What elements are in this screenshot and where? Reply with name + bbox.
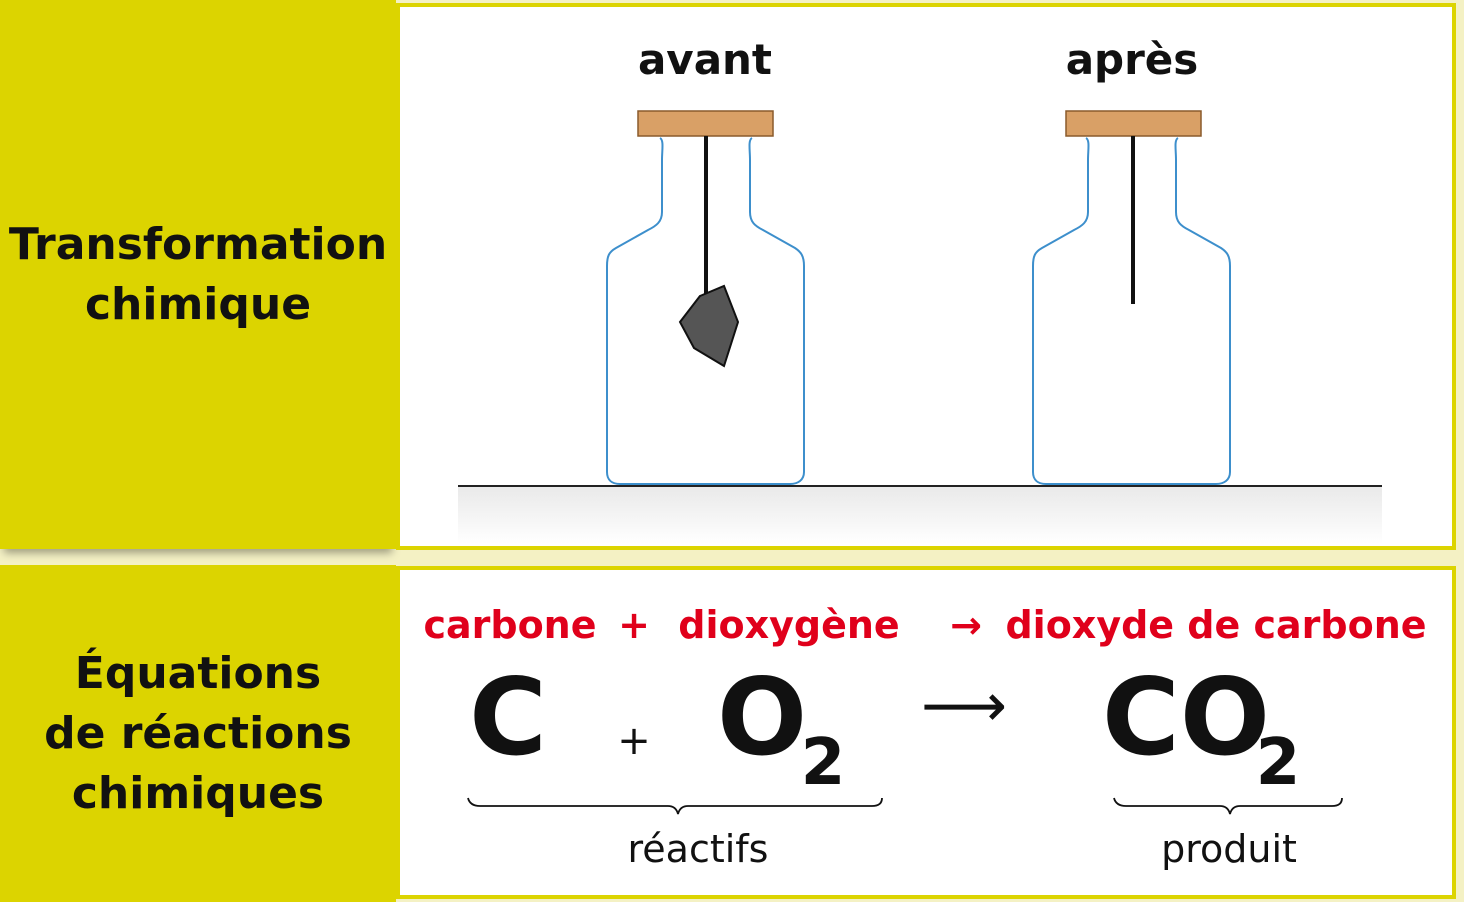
row-label-line: de réactions [44, 707, 352, 759]
reactants-brace [467, 797, 883, 815]
flask-after-label: après [1066, 35, 1199, 84]
row-label-equations: Équations de réactions chimiques [0, 565, 396, 902]
flask-after [1032, 110, 1231, 485]
row-label-transformation: Transformation chimique [0, 0, 396, 549]
row-label-line: chimique [84, 278, 312, 330]
product-caption: produit [1161, 827, 1297, 871]
formula-reactant2: O [717, 656, 807, 779]
table-surface [458, 486, 1382, 544]
product-brace [1113, 797, 1343, 815]
word-reactant2: dioxygène [678, 603, 899, 647]
row-label-line: Transformation [8, 218, 388, 270]
formula-arrow: ⟶ [921, 671, 1007, 741]
equation-panel [396, 566, 1456, 899]
stopper-after [1065, 110, 1202, 137]
word-arrow: → [950, 603, 982, 647]
formula-plus: + [617, 718, 651, 764]
formula-reactant2-subscript: 2 [801, 726, 846, 800]
row-label-line: chimiques [71, 767, 325, 819]
word-product: dioxyde de carbone [1005, 603, 1426, 647]
flask-before [606, 110, 805, 485]
reactants-caption: réactifs [628, 827, 769, 871]
word-plus: + [618, 603, 650, 647]
transformation-panel [396, 3, 1456, 550]
word-reactant1: carbone [423, 603, 596, 647]
formula-product-subscript: 2 [1256, 726, 1301, 800]
formula-reactant1: C [469, 656, 547, 779]
flask-before-label: avant [638, 35, 772, 84]
stopper-before [637, 110, 774, 137]
coal-lump-icon [678, 284, 740, 368]
formula-product: CO [1102, 656, 1270, 779]
row-label-line: Équations [74, 647, 322, 699]
